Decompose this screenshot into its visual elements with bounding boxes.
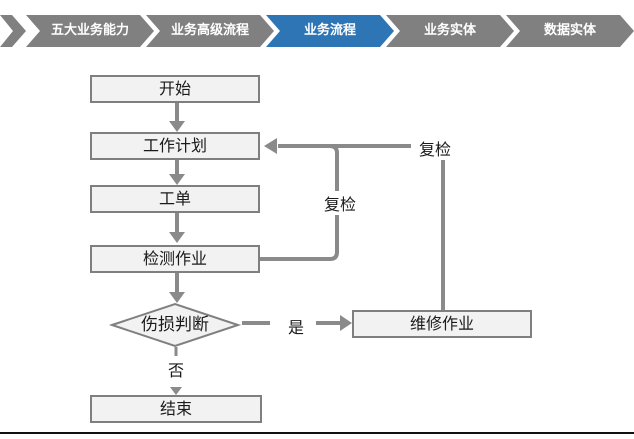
arrowhead-down-3 (169, 232, 185, 243)
nav-tab-five-capabilities[interactable]: 五大业务能力 (26, 15, 154, 47)
edge-label-no: 否 (167, 361, 184, 380)
node-damage-decision-label: 伤损判断 (141, 315, 209, 335)
node-work-order: 工单 (90, 185, 260, 213)
arrowhead-down-end (170, 387, 182, 395)
chevron-lead-icon (0, 15, 26, 47)
edge-label-yes: 是 (287, 318, 304, 337)
nav-tab-business-entity[interactable]: 业务实体 (386, 15, 514, 47)
arrowhead-down-2 (169, 174, 185, 185)
edge-label-recheck-loop: 复检 (316, 191, 364, 215)
node-repair: 维修作业 (352, 310, 532, 338)
node-inspection: 检测作业 (90, 245, 260, 273)
arrowhead-down-4 (169, 292, 185, 303)
line-recheck-from-repair (404, 144, 445, 310)
node-end: 结束 (90, 395, 262, 423)
edge-label-recheck-repair: 复检 (411, 136, 459, 160)
node-start: 开始 (90, 75, 260, 103)
nav-tab-high-level-process[interactable]: 业务高级流程 (146, 15, 274, 47)
slide-bottom-border (0, 432, 634, 434)
arrowhead-left-recheck (264, 138, 277, 154)
node-work-plan: 工作计划 (90, 132, 260, 160)
nav-tab-data-entity[interactable]: 数据实体 (506, 15, 634, 47)
arrowhead-right-repair (340, 315, 352, 331)
nav-tab-business-process[interactable]: 业务流程 (266, 15, 394, 47)
arrowhead-down-1 (169, 121, 185, 132)
